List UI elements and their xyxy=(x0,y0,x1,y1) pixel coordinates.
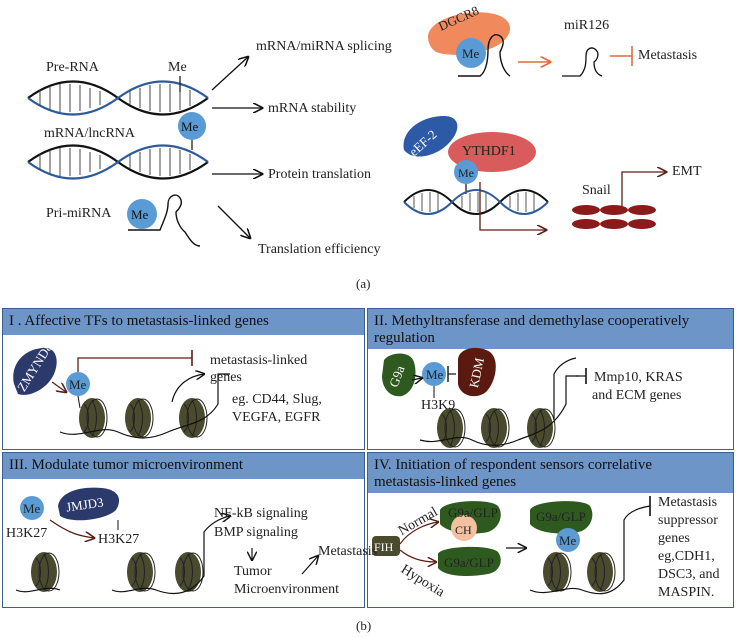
mrna-strand xyxy=(27,138,209,180)
label-sup-2: suppressor xyxy=(658,513,718,528)
panel-iv-title-line2: metastasis-linked genes xyxy=(374,474,517,490)
label-sup-4: eg,CDH1, xyxy=(658,549,715,564)
panel-iv-title-line1: IV. Initiation of respondent sensors cor… xyxy=(374,457,652,473)
me-label-p4: Me xyxy=(559,533,577,548)
me-circle-primirna xyxy=(127,199,157,229)
label-examples-1: eg. CD44, Slug, xyxy=(232,392,322,407)
label-bmp: BMP signaling xyxy=(214,525,298,540)
me-circle-mrna xyxy=(178,112,206,140)
label-sup-6: MASPIN. xyxy=(658,585,715,600)
dgcr8-hairpin xyxy=(458,34,511,77)
label-pre-rna: Pre-RNA xyxy=(46,60,99,75)
label-nfkb: NF-kB signaling xyxy=(214,506,308,521)
part-a-diagram xyxy=(27,12,736,247)
arrow-to-snail xyxy=(479,182,546,230)
pre-rna-strand xyxy=(27,76,209,116)
arrow-splicing xyxy=(211,57,248,91)
me-label-p2: Me xyxy=(426,367,444,382)
label-h3k27-left: H3K27 xyxy=(6,526,48,541)
label-pri-mirna: Pri-miRNA xyxy=(46,206,112,221)
label-microenvironment: Microenvironment xyxy=(234,582,339,597)
label-snail: Snail xyxy=(582,183,611,198)
label-emt: EMT xyxy=(672,164,702,179)
snail-protein-chain xyxy=(572,205,656,229)
arrow-efficiency xyxy=(217,205,250,238)
label-metastasis-top: Metastasis xyxy=(638,48,698,63)
label-mrna-lncrna: mRNA/lncRNA xyxy=(44,126,135,141)
panel-i-title: I . Affective TFs to metastasis-linked g… xyxy=(3,309,364,335)
label-sup-3: genes xyxy=(658,531,690,546)
label-efficiency: Translation efficiency xyxy=(258,242,381,257)
me-label-p3: Me xyxy=(23,501,41,516)
label-ch: CH xyxy=(455,523,472,537)
me-label-p1: Me xyxy=(69,377,87,392)
label-h3k9: H3K9 xyxy=(421,398,456,413)
me-label-dgcr8: Me xyxy=(462,46,480,61)
label-metastasis-linked: metastasis-linked xyxy=(210,353,308,368)
primirna-hairpin xyxy=(128,194,201,247)
label-g9a-glp-bottom: G9a/GLP xyxy=(444,555,494,570)
panel-iv-title: IV. Initiation of respondent sensors cor… xyxy=(368,453,733,493)
panel-ii-title-line2: regulation xyxy=(374,330,435,346)
label-sup-5: DSC3, and xyxy=(658,567,720,582)
dgcr8-protein xyxy=(428,12,511,55)
label-tumor: Tumor xyxy=(234,564,272,579)
caption-b: (b) xyxy=(356,618,372,633)
label-g9a-glp-right: G9a/GLP xyxy=(536,509,586,524)
label-sup-1: Metastasis xyxy=(658,495,718,510)
label-h3k27-right: H3K27 xyxy=(98,532,140,547)
label-genes: genes xyxy=(210,370,242,385)
panel-ii-title: II. Methyltransferase and demethylase co… xyxy=(368,309,733,349)
label-mmp10: Mmp10, KRAS xyxy=(594,370,683,385)
me-label-mrna: Me xyxy=(181,119,199,134)
label-ecm-genes: and ECM genes xyxy=(592,388,682,403)
panel-ii-title-line1: II. Methyltransferase and demethylase co… xyxy=(374,313,690,329)
label-ythdf1: YTHDF1 xyxy=(462,144,516,159)
me-circle-ythdf1 xyxy=(454,160,478,184)
label-examples-2: VEGFA, EGFR xyxy=(232,410,321,425)
eef2-protein xyxy=(403,116,458,157)
label-stability: mRNA stability xyxy=(268,101,357,116)
label-fih: FIH xyxy=(374,540,394,554)
label-me-top: Me xyxy=(168,60,187,75)
caption-a: (a) xyxy=(356,276,371,291)
label-splicing: mRNA/miRNA splicing xyxy=(256,39,392,54)
arrow-to-emt xyxy=(621,172,666,206)
me-circle-dgcr8 xyxy=(456,38,486,68)
label-translation: Protein translation xyxy=(268,167,372,182)
mir126-hairpin xyxy=(562,47,603,77)
panel-iii-title: III. Modulate tumor microenvironment xyxy=(3,453,364,479)
label-mir126: miR126 xyxy=(564,18,610,33)
me-label-ythdf1: Me xyxy=(458,166,474,180)
me-label-primirna: Me xyxy=(131,207,149,222)
label-metastasis-p3: Metastasis xyxy=(318,544,378,559)
translation-strand xyxy=(403,189,549,215)
label-g9a-glp-top: G9a/GLP xyxy=(448,505,498,520)
